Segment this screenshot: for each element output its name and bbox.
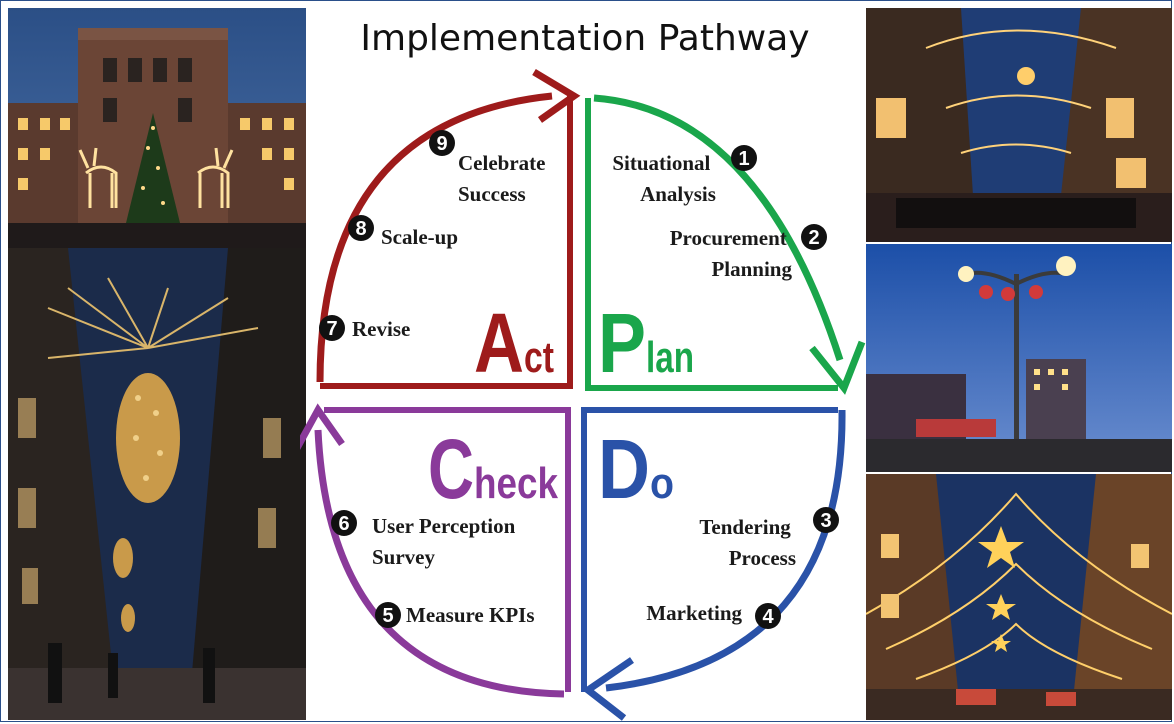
step-badge-8: 8 <box>348 215 374 241</box>
step-number: 2 <box>808 227 819 249</box>
step-label-line: Survey <box>372 545 436 569</box>
step-badge-9: 9 <box>429 130 455 156</box>
photo-street-pinecone <box>8 248 306 720</box>
do-arc-curve <box>605 409 846 692</box>
pdca-cycle-diagram: Plan Act Check Do 1 2 3 4 5 6 7 8 9 Situ… <box>300 68 866 721</box>
step-label-line: Analysis <box>640 182 716 206</box>
do-frame <box>581 407 838 692</box>
step-label-line: Measure KPIs <box>406 603 535 627</box>
step-badge-5: 5 <box>375 602 401 628</box>
step-label-1: Situational Analysis <box>612 151 716 206</box>
check-arrowhead <box>300 403 345 450</box>
do-arrowhead <box>582 657 634 721</box>
plan-label-small: lan <box>646 333 694 382</box>
step-label-line: Situational <box>612 151 710 175</box>
step-label-7: Revise <box>352 317 410 341</box>
do-label: Do <box>598 422 674 516</box>
step-label-3: Tendering Process <box>699 515 796 570</box>
step-label-5: Measure KPIs <box>406 603 535 627</box>
photo-lamp-post <box>866 244 1172 472</box>
act-label-big: A <box>474 296 524 390</box>
step-label-2: Procurement Planning <box>670 226 793 281</box>
step-badge-1: 1 <box>731 145 757 171</box>
photo-star-garlands <box>866 474 1172 720</box>
step-badge-3: 3 <box>813 507 839 533</box>
check-label-small: heck <box>474 459 558 508</box>
diagram-title: Implementation Pathway <box>360 18 810 59</box>
step-badge-4: 4 <box>755 603 781 629</box>
step-label-9: Celebrate Success <box>458 151 551 206</box>
step-badge-6: 6 <box>331 510 357 536</box>
act-label: Act <box>474 296 554 390</box>
plan-arc <box>585 98 838 391</box>
plan-arrowhead <box>809 340 866 395</box>
photo-shopping-street-lights <box>866 8 1172 242</box>
act-arc-curve <box>316 92 553 383</box>
step-number: 9 <box>436 133 447 155</box>
step-label-line: Marketing <box>646 601 742 625</box>
step-label-line: Scale-up <box>381 225 458 249</box>
step-label-line: Celebrate <box>458 151 545 175</box>
check-label: Check <box>428 422 558 516</box>
step-badge-2: 2 <box>801 224 827 250</box>
check-frame <box>324 407 571 692</box>
step-label-line: User Perception <box>372 514 516 538</box>
check-label-big: C <box>428 422 474 516</box>
step-number: 5 <box>382 605 393 627</box>
act-frame <box>320 96 573 389</box>
step-label-line: Planning <box>711 257 792 281</box>
step-number: 7 <box>326 318 337 340</box>
step-label-6: User Perception Survey <box>372 514 521 569</box>
step-number: 4 <box>762 606 774 628</box>
step-label-line: Procurement <box>670 226 787 250</box>
photo-building-reindeer <box>8 8 306 248</box>
do-label-big: D <box>598 422 650 516</box>
do-quadrant <box>581 407 846 721</box>
step-number: 1 <box>738 148 749 170</box>
step-label-line: Process <box>729 546 796 570</box>
act-arrowhead <box>532 68 581 123</box>
do-label-small: o <box>650 459 674 508</box>
step-number: 6 <box>338 513 349 535</box>
plan-label: Plan <box>598 296 694 390</box>
step-label-4: Marketing <box>646 601 742 625</box>
step-label-line: Revise <box>352 317 410 341</box>
step-number: 8 <box>355 218 366 240</box>
step-label-line: Tendering <box>699 515 791 539</box>
step-badge-7: 7 <box>319 315 345 341</box>
step-label-8: Scale-up <box>381 225 458 249</box>
step-label-line: Success <box>458 182 526 206</box>
act-quadrant <box>316 68 581 389</box>
plan-label-big: P <box>598 296 646 390</box>
act-label-small: ct <box>524 333 554 382</box>
step-number: 3 <box>820 510 831 532</box>
